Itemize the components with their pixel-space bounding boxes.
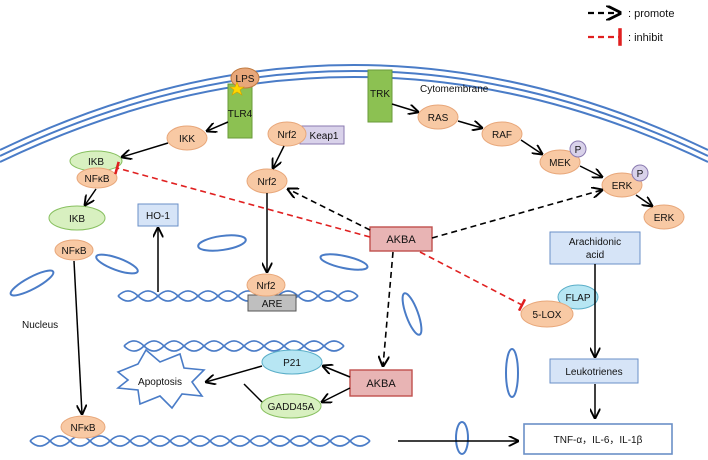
ras-to-raf-arrow [457, 120, 482, 128]
lox-node [520, 300, 574, 328]
akba-to-akba-bottom-arrow [383, 251, 394, 366]
lox-label: 5-LOX [533, 310, 562, 321]
akba-to-gadd45a-arrow [322, 387, 351, 402]
nfkb-complex-node [76, 167, 118, 189]
cytokines-box [523, 423, 673, 455]
p21-label: P21 [283, 358, 301, 369]
erk-node [643, 204, 685, 230]
ikk-node [166, 125, 208, 151]
trk-to-ras-arrow [391, 103, 418, 112]
nfkb-to-nucleus-arrow [73, 260, 82, 414]
arachidonic-label: Arachidonic [569, 237, 621, 248]
erk-phospho-label: ERK [612, 181, 633, 192]
nfkb-label: NFκB [62, 246, 87, 257]
ikb-node [48, 205, 106, 231]
mek-phospho-label: P [575, 145, 582, 156]
dashed-promote-arrows [288, 189, 602, 366]
nrf2-keap-label: Nrf2 [278, 130, 297, 141]
trk-label: TRK [370, 89, 390, 100]
cytokines-label: TNF-α，IL-6，IL-1β [554, 435, 643, 446]
dna-helix-top [117, 290, 359, 302]
legend-inhibit-label: : inhibit [628, 32, 663, 44]
erk-phospho [631, 164, 649, 182]
cytomembrane-label: Cytomembrane [420, 84, 489, 95]
raf-node [481, 121, 523, 147]
nrf2-are-label: Nrf2 [257, 281, 276, 292]
tlr4-label: TLR4 [228, 109, 253, 120]
erk-phospho-circle-label: P [637, 169, 644, 180]
mek-node [539, 149, 581, 175]
erk-phospho-node [601, 172, 643, 198]
ras-label: RAS [428, 113, 449, 124]
akba-to-erk-arrow [431, 190, 602, 239]
ikbnfkb-to-ikb-arrow [85, 188, 97, 205]
ho1-label: HO-1 [146, 211, 170, 222]
lps-label: LPS [236, 74, 255, 85]
apoptosis-burst-icon [115, 348, 206, 410]
nrf2keap-to-nrf2-arrow [273, 145, 285, 168]
gadd45a-label: GADD45A [268, 402, 315, 413]
flap-node [557, 284, 599, 310]
akba-inhibit-5lox-line [419, 251, 527, 312]
raf-to-mek-arrow [520, 139, 542, 154]
tlr4-to-ikk-arrow [207, 121, 229, 131]
nucleus-decorations [9, 234, 519, 455]
akba-top-label: AKBA [386, 234, 416, 246]
dashed-inhibit-lines [114, 161, 527, 312]
raf-label: RAF [492, 130, 512, 141]
akba-bottom-label: AKBA [366, 378, 396, 390]
nrf2-label: Nrf2 [258, 177, 277, 188]
flap-label: FLAP [565, 293, 590, 304]
nucleus-label: Nucleus [22, 320, 58, 331]
nfkb-nuclear-label: NFκB [71, 423, 96, 434]
akba-to-nrf2-arrow [288, 189, 371, 231]
leukotrienes-box [549, 358, 639, 384]
p21-to-apoptosis-arrow [206, 365, 263, 382]
ikb-label: IKB [69, 214, 85, 225]
nfkb-nuclear-node [60, 415, 106, 439]
gadd45a-node [260, 393, 322, 419]
apoptosis-label: Apoptosis [138, 377, 182, 388]
gadd45a-to-apoptosis-arrow [243, 383, 263, 403]
ikk-label: IKK [179, 134, 195, 145]
akba-bottom-box [349, 369, 413, 397]
nrf2-keap-node [267, 121, 307, 147]
ras-node [417, 104, 459, 130]
ikb-complex-label: IKB [88, 157, 104, 168]
akba-inhibit-nfkb-line [114, 161, 371, 238]
nfkb-complex-label: NFκB [85, 174, 110, 185]
leukotrienes-label: Leukotrienes [565, 367, 622, 378]
mek-phospho [569, 140, 587, 158]
nrf2-are-node [246, 273, 286, 297]
akba-to-p21-arrow [323, 366, 351, 378]
lps-star-icon [229, 81, 245, 96]
mek-to-erk-arrow [579, 165, 602, 177]
lps-node [230, 67, 260, 89]
arachidonic-acid-box [549, 231, 641, 265]
erk-label: ERK [654, 213, 675, 224]
erkp-to-erk-arrow [635, 194, 652, 206]
dna-helix-middle [123, 340, 345, 352]
mek-label: MEK [549, 158, 571, 169]
nfkb-node [54, 239, 94, 261]
dna-helix-bottom [29, 435, 371, 447]
legend: : promote : inhibit [588, 8, 674, 46]
are-label: ARE [262, 299, 283, 310]
arachidonic-label-2: acid [586, 250, 604, 261]
keap1-label: Keap1 [310, 131, 339, 142]
akba-top-box [369, 226, 433, 252]
p21-node [261, 349, 323, 375]
ho1-box [137, 203, 179, 227]
trk-receptor [367, 69, 393, 123]
ikk-to-ikb-arrow [122, 142, 169, 157]
legend-promote-label: : promote [628, 8, 674, 20]
solid-arrows [73, 103, 652, 441]
cytomembrane [0, 64, 708, 163]
